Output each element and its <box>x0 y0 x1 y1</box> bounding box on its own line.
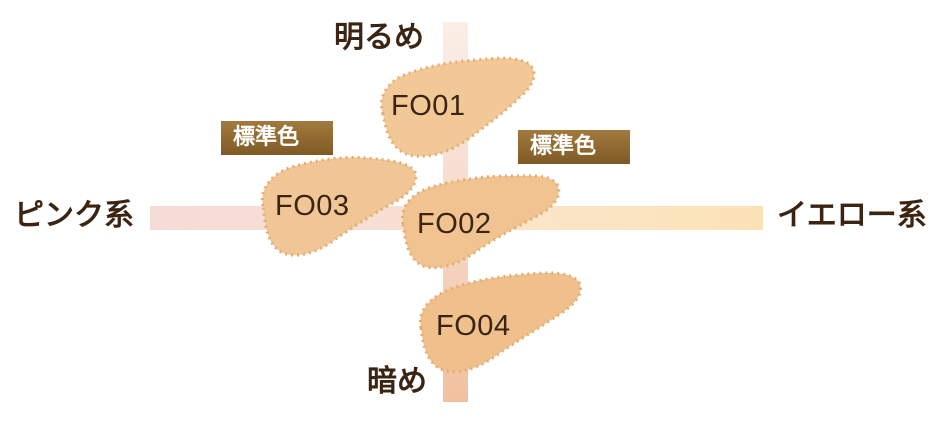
swatch-fo02-label: FO02 <box>417 208 492 240</box>
swatch-fo02-shape <box>400 174 561 270</box>
axis-label-bright: 明るめ <box>334 20 424 55</box>
axis-label-pink: ピンク系 <box>14 198 134 233</box>
swatch-fo04-label: FO04 <box>436 310 511 342</box>
swatch-fo04-shape <box>418 271 582 374</box>
swatch-fo03-label: FO03 <box>275 190 350 222</box>
swatch-fo01-shape <box>380 56 536 158</box>
standard-color-badge-right: 標準色 <box>518 130 630 164</box>
swatch-fo01: FO01 <box>371 52 539 160</box>
swatch-fo01-label: FO01 <box>391 90 466 122</box>
swatch-fo04: FO04 <box>413 270 583 378</box>
swatch-fo03: FO03 <box>255 152 418 262</box>
swatch-fo02: FO02 <box>397 170 561 274</box>
axis-label-dark: 暗め <box>367 364 427 399</box>
swatch-fo03-shape <box>260 156 418 257</box>
standard-color-badge-left: 標準色 <box>221 121 333 155</box>
axis-label-yellow: イエロー系 <box>777 198 927 233</box>
